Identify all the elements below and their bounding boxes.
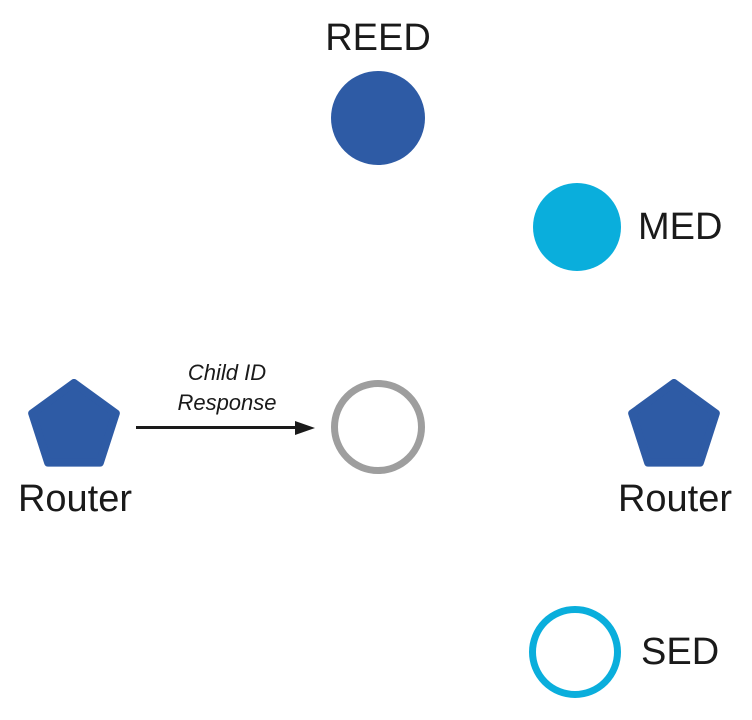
router-right-node xyxy=(628,379,720,467)
sed-node xyxy=(529,606,621,698)
child-id-response-line2: Response xyxy=(177,390,277,415)
arrow-head-icon xyxy=(295,421,315,435)
child-id-response-line1: Child ID xyxy=(187,360,267,385)
router-left-node xyxy=(28,379,120,467)
sed-node-label: SED xyxy=(641,631,720,673)
child-id-response-label: Child ID Response xyxy=(145,358,309,418)
arrow-shaft xyxy=(136,426,296,429)
med-node xyxy=(533,183,621,271)
med-node-label: MED xyxy=(638,206,723,248)
reed-node xyxy=(331,71,425,165)
router-right-label: Router xyxy=(617,478,733,520)
router-left-label: Router xyxy=(17,478,133,520)
pentagon-shape-icon xyxy=(28,379,120,467)
pentagon-shape-icon xyxy=(628,379,720,467)
reed-node-label: REED xyxy=(325,17,431,59)
child-node xyxy=(331,380,425,474)
